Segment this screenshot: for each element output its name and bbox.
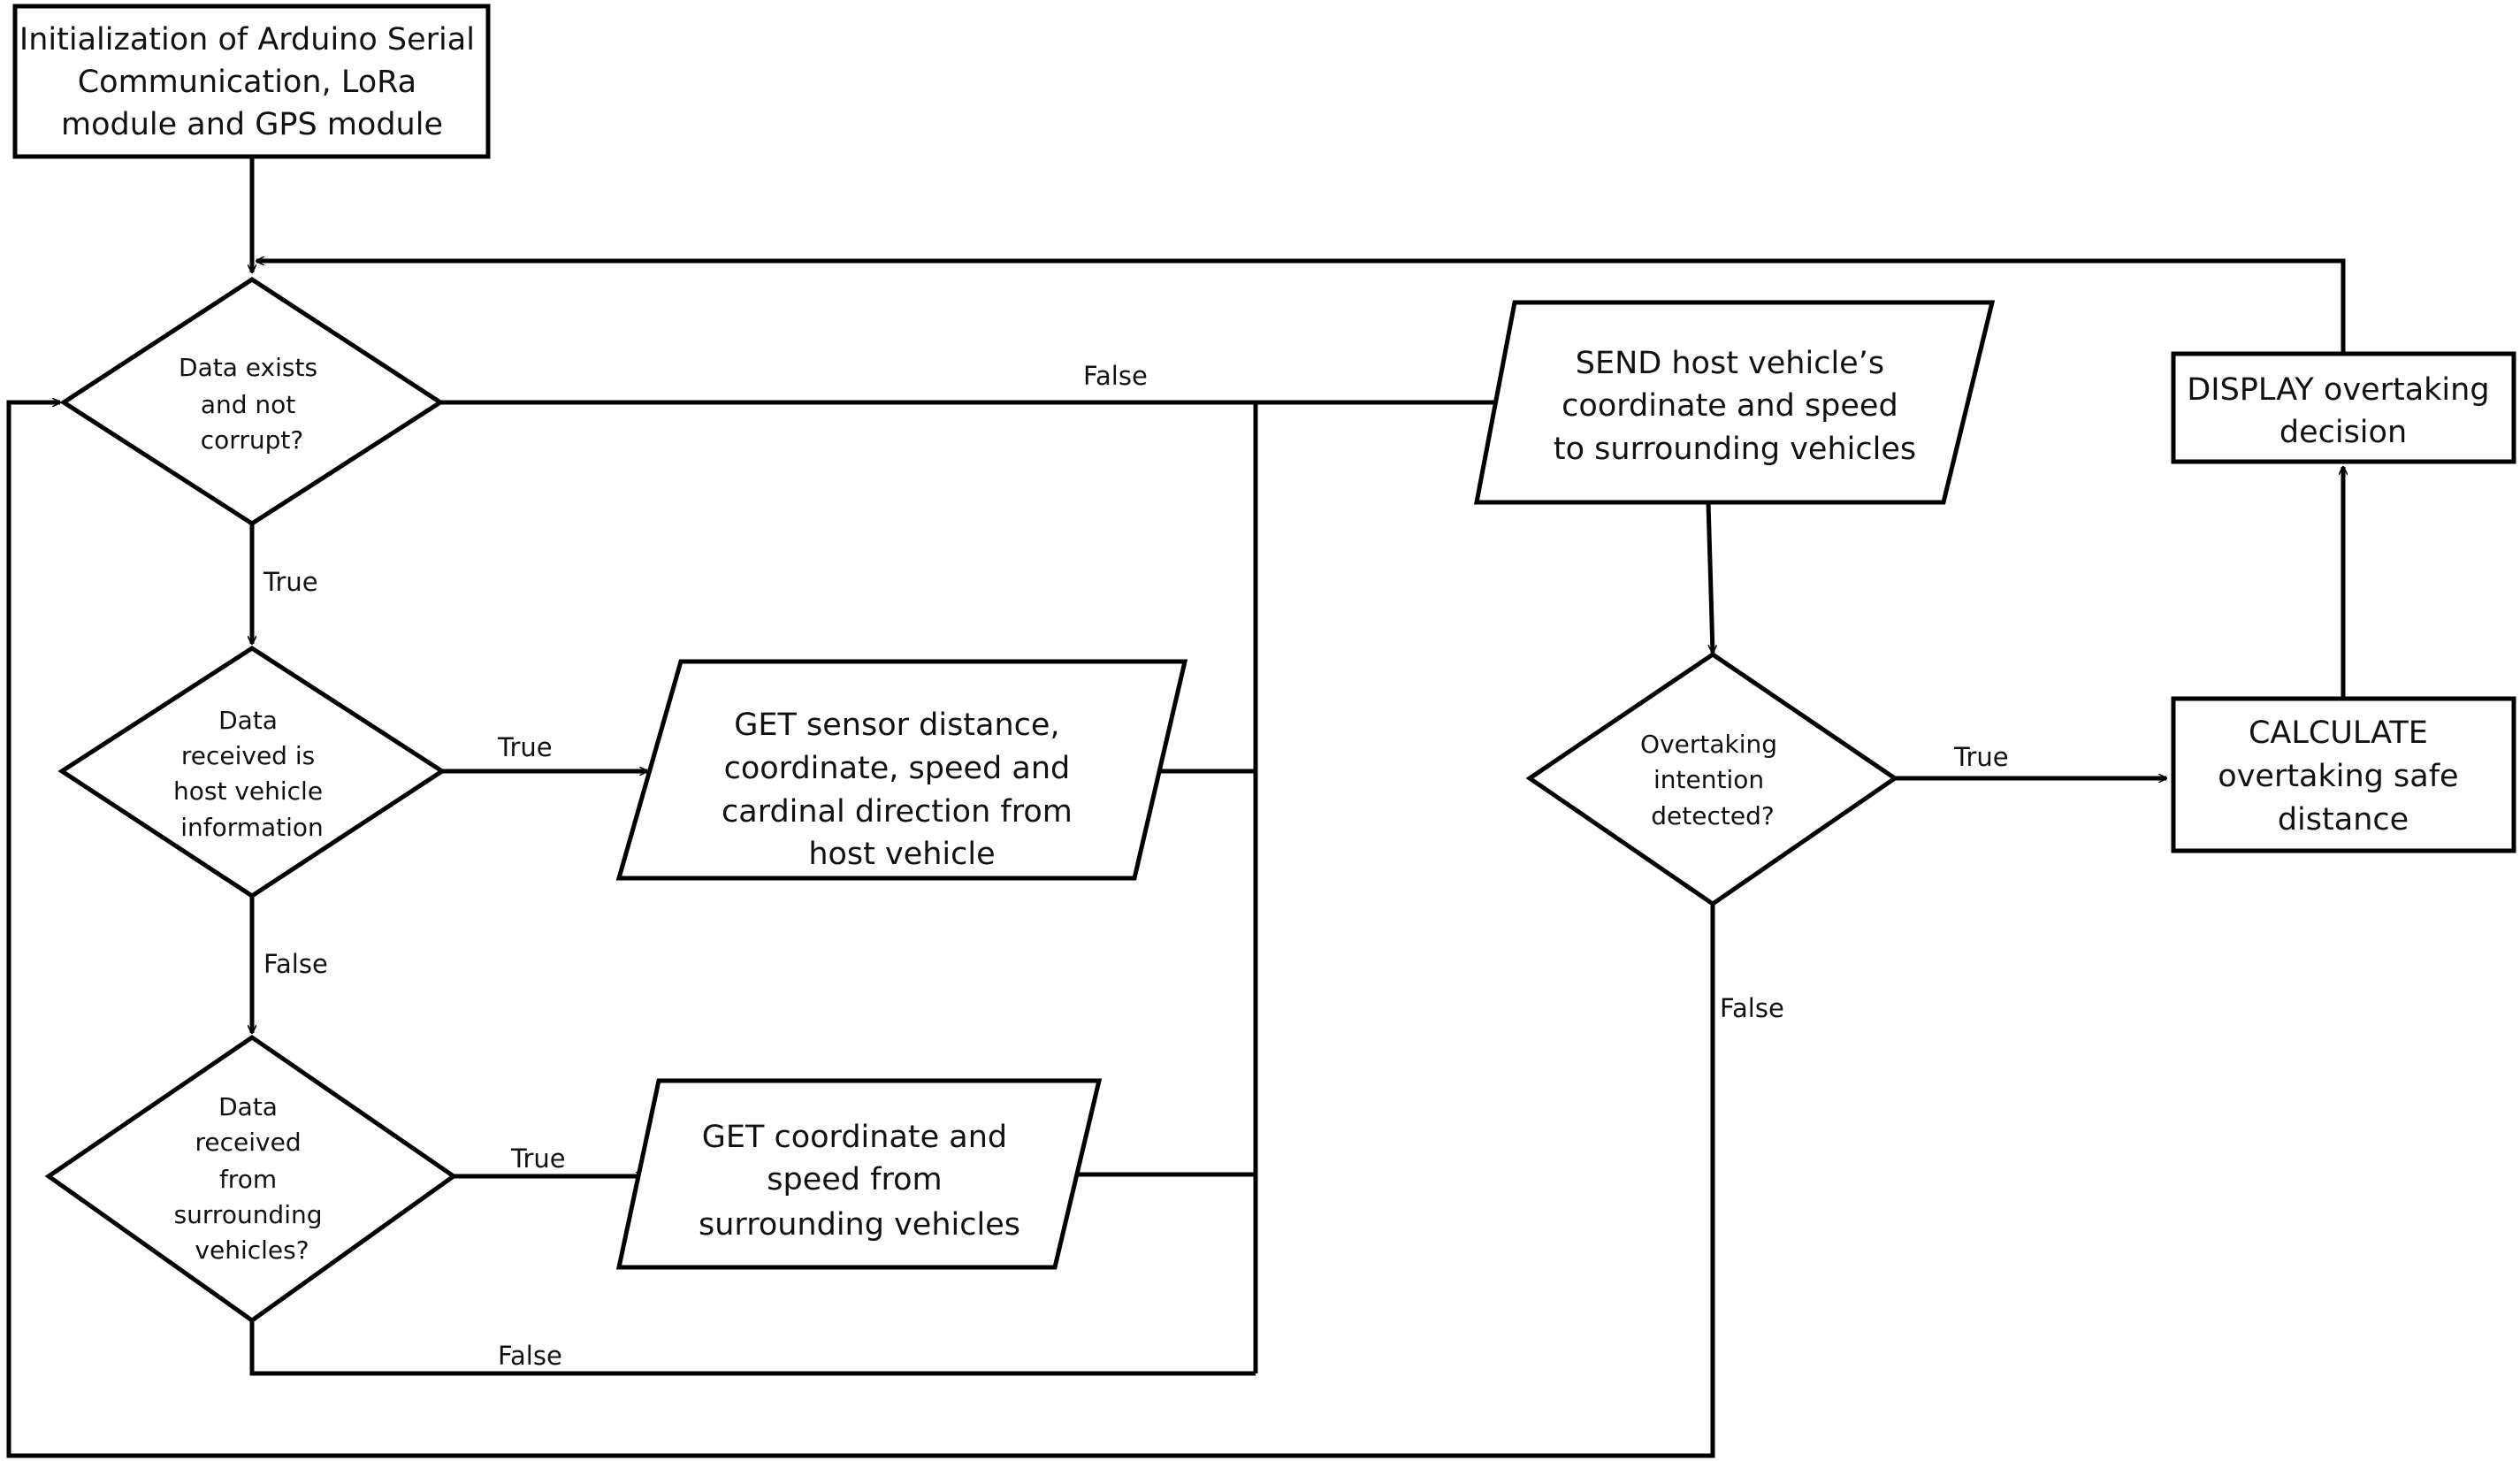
display-label: DISPLAY overtaking decision — [2187, 372, 2499, 450]
edge-label-overtake-true: True — [1953, 742, 2009, 772]
process-box — [2171, 351, 2516, 464]
surrounding-line: surrounding — [174, 1200, 323, 1229]
display-line: decision — [2279, 415, 2407, 450]
calculate-line: overtaking safe — [2218, 759, 2458, 794]
overtaking-line: Overtaking — [1640, 730, 1777, 759]
send-host-label: SEND host vehicle’s coordinate and speed… — [1554, 346, 1916, 467]
surrounding-line: from — [219, 1165, 277, 1194]
overtaking-line: intention — [1653, 765, 1764, 794]
edge-label-overtake-false: False — [1720, 993, 1784, 1023]
decision-diamond — [1525, 651, 1899, 907]
edge-labels: False True True False True False True Fa… — [263, 361, 2009, 1371]
process-box — [12, 4, 491, 159]
decision-diamond — [57, 646, 447, 899]
init-line: module and GPS module — [61, 107, 443, 142]
calculate-label: CALCULATE overtaking safe distance — [2218, 715, 2468, 838]
edge-label-host-false: False — [263, 949, 328, 979]
surrounding-label: Data received from surrounding vehicles? — [174, 1092, 331, 1265]
data-exists-line: Data exists — [179, 353, 317, 382]
get-sensor-line: host vehicle — [808, 837, 995, 872]
send-host-line: SEND host vehicle’s — [1576, 346, 1884, 381]
edge-label-surr-true: True — [510, 1144, 566, 1174]
get-coord-line: speed from — [767, 1162, 942, 1197]
node-calculate: CALCULATE overtaking safe distance — [2171, 696, 2516, 853]
get-sensor-line: GET sensor distance, — [734, 708, 1059, 743]
overtaking-label: Overtaking intention detected? — [1640, 730, 1785, 830]
node-data-exists: Data exists and not corrupt? — [59, 277, 445, 526]
decision-diamond — [59, 277, 445, 526]
surrounding-line: received — [195, 1128, 302, 1157]
host-info-line: information — [180, 813, 324, 842]
init-label: Initialization of Arduino Serial Communi… — [19, 22, 485, 142]
host-info-line: received is — [181, 741, 315, 770]
get-sensor-line: cardinal direction from — [722, 794, 1073, 830]
send-host-line: to surrounding vehicles — [1554, 432, 1916, 467]
data-exists-label: Data exists and not corrupt? — [179, 353, 325, 455]
data-exists-line: and not — [201, 390, 295, 419]
edge-label-exists-true: True — [263, 567, 318, 597]
arrow-send-to-overtaking — [1706, 501, 1713, 653]
io-parallelogram — [615, 1078, 1103, 1270]
io-parallelogram — [615, 659, 1188, 881]
arrow-display-loop-back — [256, 261, 2346, 352]
get-coord-label: GET coordinate and speed from surroundin… — [699, 1120, 1020, 1243]
connectors — [6, 157, 2346, 1458]
overtaking-line: detected? — [1651, 801, 1774, 830]
get-coord-line: GET coordinate and — [702, 1120, 1007, 1155]
arrow-overtake-false-loop-back — [6, 402, 1715, 1458]
calculate-line: CALCULATE — [2249, 715, 2428, 751]
display-line: DISPLAY overtaking — [2187, 372, 2489, 408]
host-info-label: Data received is host vehicle informatio… — [173, 706, 331, 842]
edge-label-surr-false: False — [498, 1341, 562, 1371]
get-sensor-label: GET sensor distance, coordinate, speed a… — [722, 708, 1082, 872]
data-exists-line: corrupt? — [201, 425, 303, 455]
node-overtaking: Overtaking intention detected? — [1525, 651, 1899, 907]
decision-diamond — [44, 1034, 458, 1324]
host-info-line: host vehicle — [173, 776, 323, 806]
node-get-sensor: GET sensor distance, coordinate, speed a… — [615, 659, 1188, 881]
get-sensor-line: coordinate, speed and — [724, 751, 1071, 786]
init-line: Communication, LoRa — [78, 65, 416, 100]
io-parallelogram — [1473, 300, 1996, 505]
init-line: Initialization of Arduino Serial — [19, 22, 475, 57]
process-box — [2171, 696, 2516, 853]
edge-label-exists-false: False — [1083, 361, 1148, 391]
line-surr-false-to-bus — [249, 1320, 1256, 1376]
host-info-line: Data — [218, 706, 278, 735]
surrounding-line: Data — [218, 1092, 278, 1121]
node-display: DISPLAY overtaking decision — [2171, 351, 2516, 464]
node-get-coord: GET coordinate and speed from surroundin… — [615, 1078, 1103, 1270]
calculate-line: distance — [2278, 802, 2409, 838]
surrounding-line: vehicles? — [195, 1235, 309, 1265]
send-host-line: coordinate and speed — [1562, 388, 1898, 424]
node-send-host: SEND host vehicle’s coordinate and speed… — [1473, 300, 1996, 505]
node-init: Initialization of Arduino Serial Communi… — [12, 4, 491, 159]
get-coord-line: surrounding vehicles — [699, 1207, 1020, 1243]
node-host-info: Data received is host vehicle informatio… — [57, 646, 447, 899]
edge-label-host-true: True — [497, 732, 553, 762]
node-surrounding: Data received from surrounding vehicles? — [44, 1034, 458, 1324]
